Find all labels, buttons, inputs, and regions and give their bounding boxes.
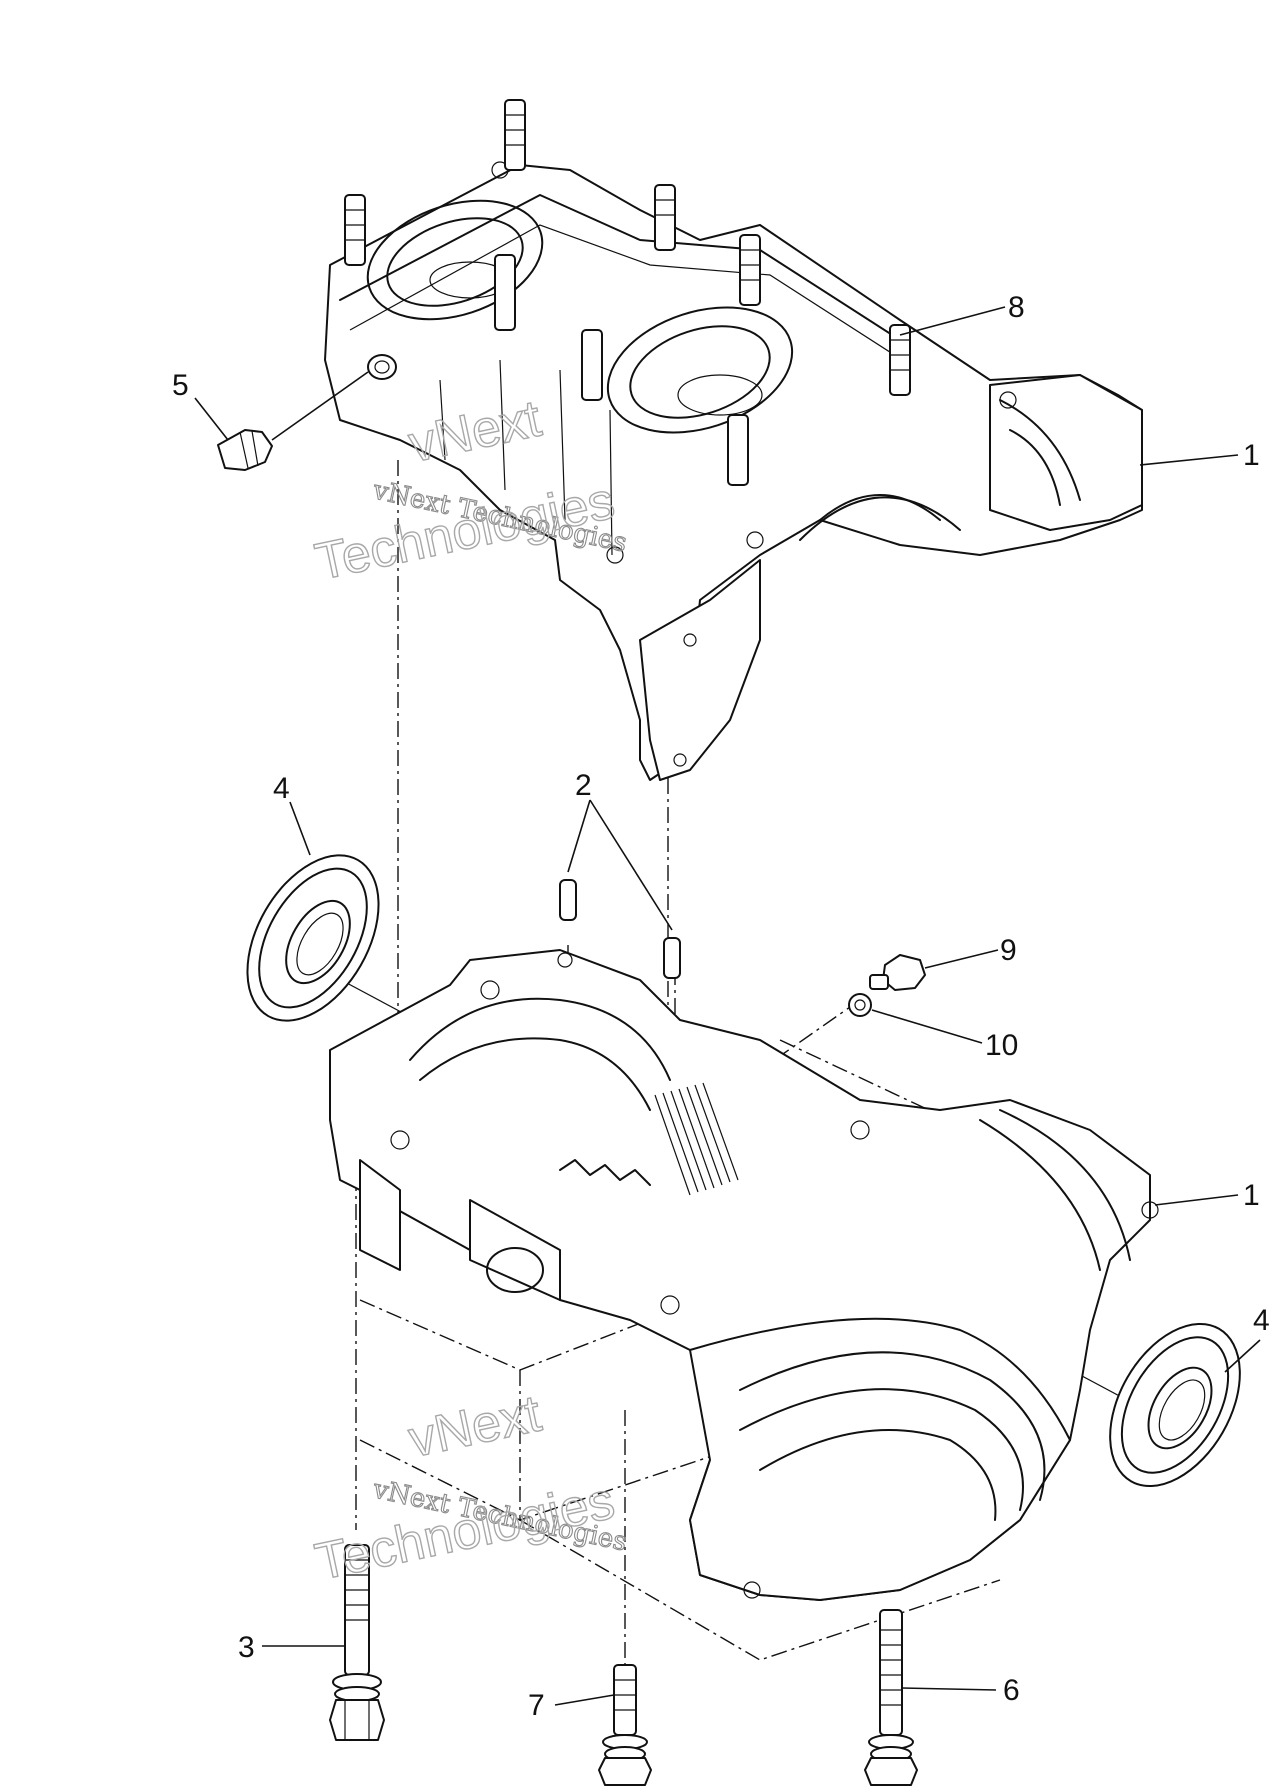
- callout-3: 3: [238, 1631, 255, 1664]
- callout-4-left: 4: [273, 772, 290, 805]
- crankcase-studs: [344, 99, 911, 486]
- lower-crankcase: [329, 949, 1159, 1601]
- callout-2: 2: [575, 769, 592, 802]
- callout-7: 7: [528, 1689, 545, 1722]
- callout-1-lower: 1: [1243, 1179, 1260, 1212]
- callout-8: 8: [1008, 291, 1025, 324]
- washer-10: [848, 993, 872, 1017]
- bolt-3: [329, 1544, 385, 1741]
- callout-5: 5: [172, 369, 189, 402]
- watermark-lower: vNext vNext Technologies Technologies: [310, 1384, 630, 1593]
- oil-seal-right: [1109, 1322, 1241, 1488]
- callout-9: 9: [1000, 934, 1017, 967]
- callout-10: 10: [985, 1029, 1018, 1062]
- watermark-lower-line1: vNext: [404, 1385, 547, 1469]
- bolt-7: [598, 1664, 652, 1786]
- callout-1-upper: 1: [1243, 439, 1260, 472]
- leader-lines: [194, 306, 1261, 1706]
- callout-6: 6: [1003, 1674, 1020, 1707]
- watermark-lower-line3: Technologies: [310, 1472, 619, 1592]
- drain-plug-9: [869, 954, 926, 991]
- callout-labels: 1 8 5 4 2 9 10 1 4 3 7 6: [172, 291, 1270, 1722]
- fitting-5: [217, 371, 369, 471]
- dowel-pins: [559, 799, 681, 979]
- oil-seal-left: [246, 854, 380, 1022]
- callout-4-right: 4: [1253, 1304, 1270, 1337]
- bolt-6: [864, 1609, 918, 1786]
